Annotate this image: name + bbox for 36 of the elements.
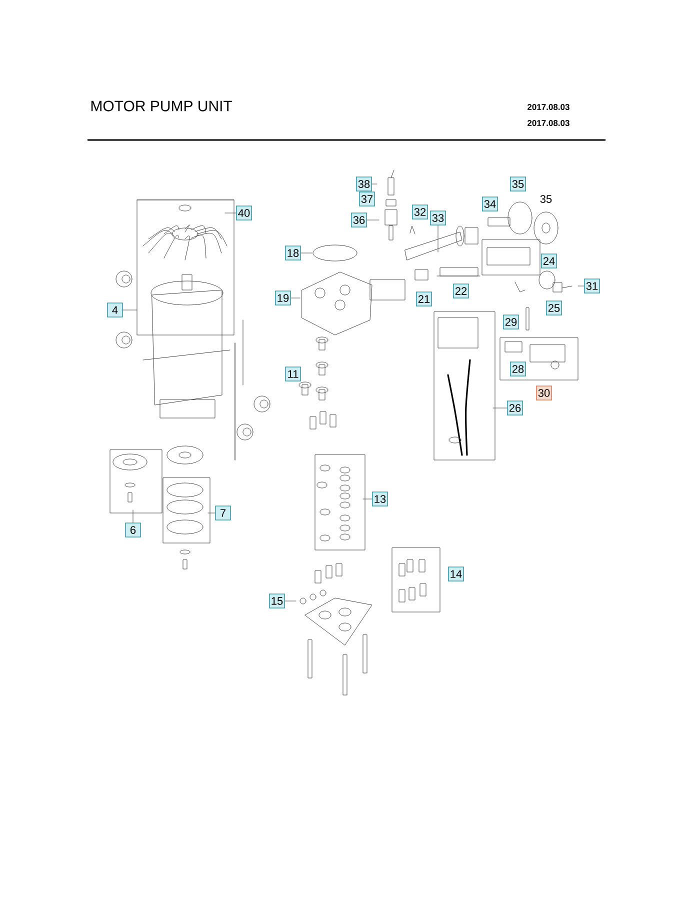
callout-number: 40 (236, 206, 252, 220)
callout-number: 18 (284, 246, 302, 260)
leader-line (362, 498, 372, 500)
callout-number: 35 (510, 176, 526, 192)
callout-number: 25 (546, 300, 562, 316)
date: 2017.08.03 (528, 120, 570, 126)
callout-number: 14 (448, 566, 464, 582)
leader-line (300, 252, 312, 254)
callout-number: 38 (356, 176, 372, 192)
callout-number: 36 (350, 212, 368, 228)
leader-line (208, 512, 216, 514)
callout-number: 19 (274, 290, 292, 306)
callout-number: 11 (285, 366, 301, 382)
leader-line (224, 212, 236, 214)
callout-number: 34 (482, 196, 498, 212)
part-number: 35 (540, 195, 552, 203)
callout-number: 28 (510, 362, 526, 376)
callout-number: 29 (502, 314, 520, 330)
date: 2017.08.03 (528, 104, 570, 110)
leader-line (284, 600, 296, 602)
callout-number: 4 (107, 302, 123, 318)
callout-number: 30 (536, 386, 552, 400)
callout-number: 37 (358, 192, 376, 206)
callout-number: 22 (452, 284, 469, 298)
callout-number: 31 (584, 278, 600, 294)
leader-line (132, 510, 134, 523)
callout-number: 33 (430, 210, 446, 226)
callout-number: 32 (412, 204, 428, 220)
callout-number: 6 (125, 522, 141, 538)
callout-number: 13 (372, 492, 388, 506)
callout-number: 26 (506, 400, 523, 416)
callout-number: 15 (268, 594, 286, 608)
title: MOTOR PUMP UNIT (91, 100, 232, 112)
callout-number: 24 (540, 254, 558, 268)
callout-number: 7 (215, 506, 231, 520)
callout-number: 21 (416, 292, 432, 306)
